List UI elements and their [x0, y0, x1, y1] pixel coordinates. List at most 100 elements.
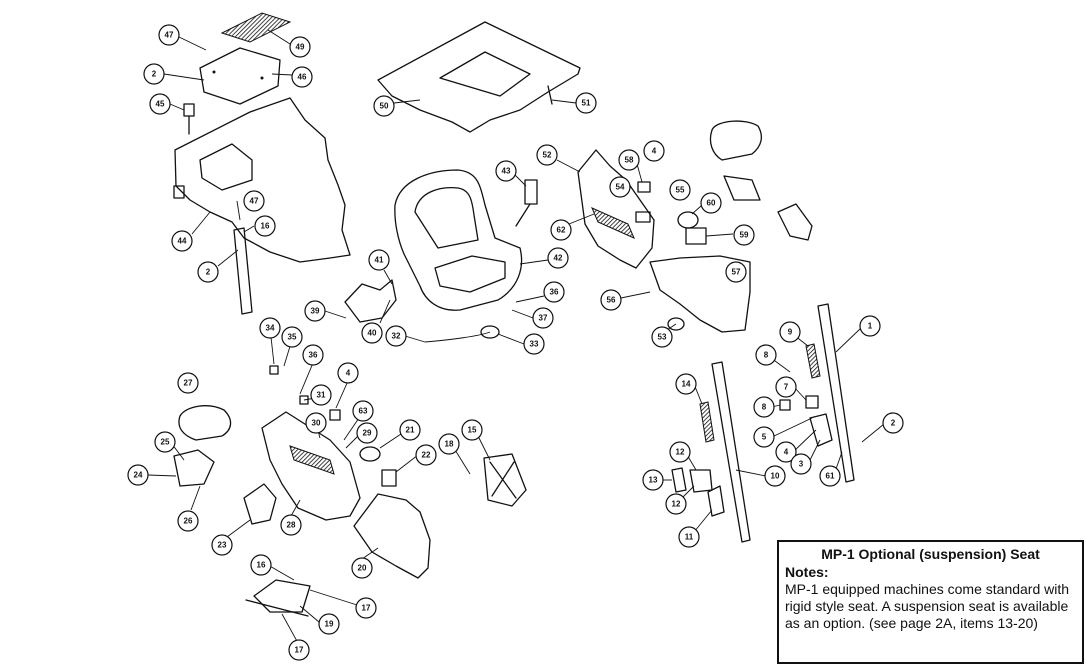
- part-50-roof: [377, 21, 581, 133]
- callout-1: 1: [859, 315, 881, 337]
- callout-42: 42: [547, 247, 569, 269]
- svg-text:17: 17: [295, 646, 304, 655]
- leader: [191, 211, 211, 235]
- part-55-switch: [635, 211, 651, 223]
- callout-20: 20: [351, 557, 373, 579]
- leader: [361, 547, 379, 560]
- part-23-plate: [243, 483, 277, 525]
- leader: [861, 423, 885, 443]
- part-1-rail: [817, 303, 855, 483]
- callout-13: 13: [642, 469, 664, 491]
- svg-text:53: 53: [658, 333, 667, 342]
- console-vent-grille: [289, 445, 335, 475]
- part-43-seat-belt: [524, 179, 538, 205]
- callout-43: 43: [495, 160, 517, 182]
- svg-text:20: 20: [358, 564, 367, 573]
- leader: [271, 73, 293, 76]
- svg-text:10: 10: [771, 472, 780, 481]
- callout-54: 54: [609, 176, 631, 198]
- leader-lines: [147, 29, 885, 644]
- callout-62: 62: [550, 219, 572, 241]
- callout-55: 55: [669, 179, 691, 201]
- callout-28: 28: [280, 514, 302, 536]
- leader: [681, 485, 695, 499]
- leader: [226, 519, 251, 538]
- svg-text:43: 43: [502, 167, 511, 176]
- svg-text:49: 49: [296, 43, 305, 52]
- leader: [693, 509, 713, 533]
- callout-60: 60: [700, 192, 722, 214]
- leader: [808, 439, 821, 463]
- callout-44: 44: [171, 230, 193, 252]
- svg-text:52: 52: [543, 151, 552, 160]
- callout-58: 58: [618, 149, 640, 171]
- mount-bracket: [777, 203, 813, 241]
- svg-text:36: 36: [550, 288, 559, 297]
- part-42-seat: [394, 169, 523, 311]
- leader: [281, 613, 299, 644]
- svg-text:61: 61: [826, 472, 835, 481]
- leader: [324, 310, 347, 319]
- svg-text:14: 14: [682, 380, 691, 389]
- part-57-console-panel: [649, 255, 751, 333]
- callout-11: 11: [678, 526, 700, 548]
- svg-text:12: 12: [672, 500, 681, 509]
- svg-text:9: 9: [788, 328, 793, 337]
- callout-21: 21: [399, 419, 421, 441]
- part-62-vent-grille: [591, 207, 635, 239]
- leader: [497, 333, 525, 345]
- callout-15: 15: [461, 419, 483, 441]
- svg-text:16: 16: [261, 222, 270, 231]
- svg-text:32: 32: [392, 332, 401, 341]
- callout-53: 53: [651, 326, 673, 348]
- svg-text:18: 18: [445, 440, 454, 449]
- callout-56: 56: [600, 289, 622, 311]
- part-7-clip: [805, 395, 819, 409]
- part-14-strip: [699, 401, 715, 443]
- callout-4: 4: [643, 140, 665, 162]
- svg-text:29: 29: [363, 429, 372, 438]
- leader: [169, 103, 185, 111]
- leader: [395, 454, 419, 473]
- callout-36: 36: [302, 344, 324, 366]
- svg-text:4: 4: [784, 448, 789, 457]
- callout-4: 4: [775, 441, 797, 463]
- panel-window: [199, 143, 253, 191]
- leader: [691, 205, 702, 215]
- leader: [190, 485, 201, 511]
- svg-text:63: 63: [359, 407, 368, 416]
- part-callouts: 47 49 2 46 45 47 16 44 2 50 51 52 43 58 …: [127, 24, 904, 661]
- callout-31: 31: [310, 384, 332, 406]
- part-31-switch: [299, 395, 309, 405]
- svg-text:47: 47: [165, 31, 174, 40]
- svg-text:5: 5: [762, 433, 767, 442]
- belt-strap: [515, 203, 531, 227]
- callout-2: 2: [197, 261, 219, 283]
- leader: [178, 36, 207, 51]
- callout-7: 7: [775, 376, 797, 398]
- callout-33: 33: [523, 333, 545, 355]
- leader: [299, 362, 314, 395]
- svg-text:54: 54: [616, 183, 625, 192]
- svg-text:50: 50: [380, 102, 389, 111]
- svg-text:22: 22: [422, 451, 431, 460]
- callout-45: 45: [149, 93, 171, 115]
- svg-text:26: 26: [184, 517, 193, 526]
- leader: [309, 589, 358, 606]
- part-19-floor-plate: [253, 579, 311, 613]
- svg-text:44: 44: [178, 237, 187, 246]
- part-51-bracket: [547, 85, 553, 105]
- leader: [620, 291, 651, 299]
- svg-text:58: 58: [625, 156, 634, 165]
- callout-19: 19: [318, 613, 340, 635]
- callout-17: 17: [288, 639, 310, 661]
- callout-5: 5: [753, 426, 775, 448]
- svg-text:41: 41: [375, 256, 384, 265]
- part-59-control: [685, 227, 707, 245]
- part-drawings: [173, 12, 855, 617]
- svg-text:60: 60: [707, 199, 716, 208]
- part-4-switch: [329, 409, 341, 421]
- part-44-main-panel: [174, 97, 351, 263]
- leader: [270, 336, 275, 365]
- svg-text:36: 36: [309, 351, 318, 360]
